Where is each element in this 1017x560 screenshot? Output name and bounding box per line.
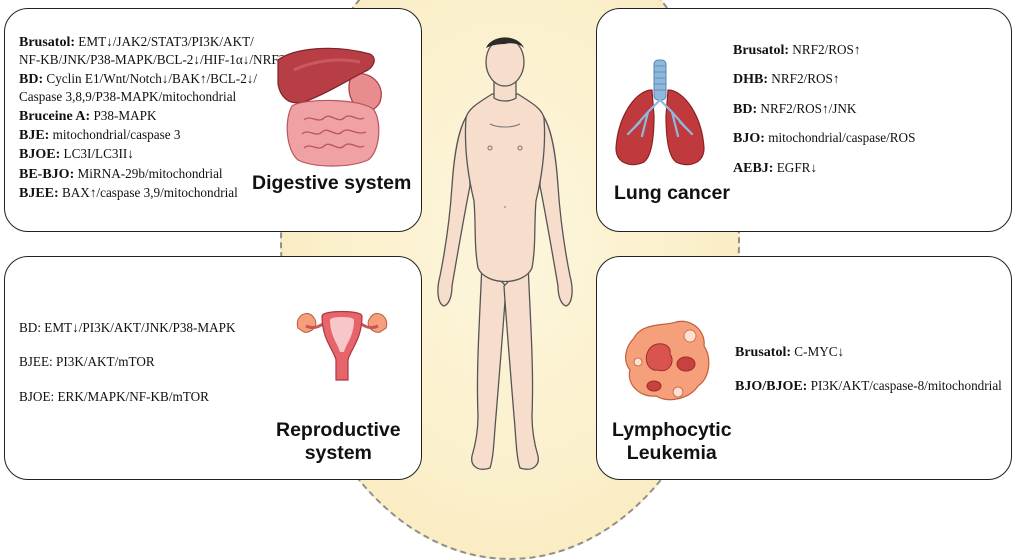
entry-name: BJEE: xyxy=(19,186,59,202)
entry-name: BD: xyxy=(733,101,758,117)
label-line2: Leukemia xyxy=(626,442,717,464)
entry-name: BE-BJO: xyxy=(19,166,75,182)
entry-text: mitochondrial/caspase/ROS xyxy=(768,130,916,146)
entry-name: Brusatol: xyxy=(735,345,791,360)
entry-name: DHB: xyxy=(733,72,768,88)
entry-text: NRF2/ROS↑/JNK xyxy=(760,100,857,116)
entry-text: C-MYC↓ xyxy=(794,344,845,359)
entry-name: BJO/BJOE: xyxy=(735,379,808,395)
lung-entries: Brusatol: NRF2/ROS↑ DHB: NRF2/ROS↑ BD: N… xyxy=(733,41,1003,188)
lungs-icon xyxy=(615,59,705,166)
digestive-system-label: Digestive system xyxy=(252,172,412,194)
entry-name: BD: xyxy=(19,71,44,87)
label-line2: system xyxy=(304,442,372,464)
digestive-entry-brusatol: Brusatol: EMT↓/JAK2/STAT3/PI3K/AKT/ NF-K… xyxy=(19,33,319,69)
entry-name: Brusatol: xyxy=(733,43,789,58)
digestive-entry-bjoe: BJOE: LC3I/LC3II↓ xyxy=(19,145,319,163)
lung-entry-aebj: AEBJ: EGFR↓ xyxy=(733,159,1003,177)
entry-text: PI3K/AKT/caspase-8/mitochondrial xyxy=(810,378,1002,394)
lymphocytic-leukemia-label: Lymphocytic Leukemia xyxy=(612,419,732,465)
entry-text: EGFR↓ xyxy=(776,159,818,175)
entry-name: BJOE: xyxy=(19,147,61,163)
entry-text: LC3I/LC3II↓ xyxy=(63,146,134,162)
digestive-entry-bjee: BJEE: BAX↑/caspase 3,9/mitochondrial xyxy=(19,184,319,202)
reproductive-entries: BD: EMT↓/PI3K/AKT/JNK/P38-MAPK BJEE: PI3… xyxy=(19,319,279,422)
entry-text: NRF2/ROS↑ xyxy=(792,42,861,57)
label-line1: Reproductive xyxy=(276,419,401,441)
digestive-entries: Brusatol: EMT↓/JAK2/STAT3/PI3K/AKT/ NF-K… xyxy=(19,33,319,204)
lung-cancer-panel: Brusatol: NRF2/ROS↑ DHB: NRF2/ROS↑ BD: N… xyxy=(596,8,1012,232)
entry-text-line2: NF-KB/JNK/P38-MAPK/BCL-2↓/HIF-1α↓/NRF2↓ xyxy=(19,52,292,68)
entry-text: mitochondrial/caspase 3 xyxy=(52,127,181,143)
entry-text-line2: Caspase 3,8,9/P38-MAPK/mitochondrial xyxy=(19,89,237,105)
digestive-entry-be-bjo: BE-BJO: MiRNA-29b/mitochondrial xyxy=(19,165,319,183)
label-line1: Lymphocytic xyxy=(612,419,732,441)
repro-entry-bd: BD: EMT↓/PI3K/AKT/JNK/P38-MAPK xyxy=(19,320,236,335)
reproductive-system-panel: BD: EMT↓/PI3K/AKT/JNK/P38-MAPK BJEE: PI3… xyxy=(4,256,422,480)
lymph-entries: Brusatol: C-MYC↓ BJO/BJOE: PI3K/AKT/casp… xyxy=(735,343,1010,412)
entry-name: BJO: xyxy=(733,131,765,147)
lung-cancer-label: Lung cancer xyxy=(614,182,730,204)
entry-name: BJE: xyxy=(19,128,50,144)
entry-text: Cyclin E1/Wnt/Notch↓/BAK↑/BCL-2↓/ xyxy=(46,70,258,86)
lymph-entry-bjo-bjoe: BJO/BJOE: PI3K/AKT/caspase-8/mitochondri… xyxy=(735,377,1010,395)
digestive-entry-bje: BJE: mitochondrial/caspase 3 xyxy=(19,126,319,144)
uterus-icon xyxy=(296,310,388,381)
repro-entry-bjee: BJEE: PI3K/AKT/mTOR xyxy=(19,354,155,370)
digestive-entry-bruceine-a: Bruceine A: P38-MAPK xyxy=(19,107,319,125)
entry-name: AEBJ: xyxy=(733,160,774,176)
entry-text: NRF2/ROS↑ xyxy=(771,71,840,87)
entry-text: EMT↓/JAK2/STAT3/PI3K/AKT/ xyxy=(78,34,254,49)
entry-text: MiRNA-29b/mitochondrial xyxy=(77,165,223,181)
digestive-organs-icon xyxy=(277,47,382,167)
leukemia-cells-icon xyxy=(625,320,710,401)
lung-entry-dhb: DHB: NRF2/ROS↑ xyxy=(733,70,1003,88)
digestive-entry-bd: BD: Cyclin E1/Wnt/Notch↓/BAK↑/BCL-2↓/ Ca… xyxy=(19,70,319,106)
human-body-figure xyxy=(437,37,573,470)
lung-entry-brusatol: Brusatol: NRF2/ROS↑ xyxy=(733,41,1003,59)
reproductive-system-label: Reproductive system xyxy=(276,419,401,465)
entry-name: Bruceine A: xyxy=(19,108,91,124)
entry-text: P38-MAPK xyxy=(93,107,157,123)
repro-entry-bjoe: BJOE: ERK/MAPK/NF-KB/mTOR xyxy=(19,388,209,404)
lung-entry-bd: BD: NRF2/ROS↑/JNK xyxy=(733,100,1003,118)
entry-name: Brusatol: xyxy=(19,35,75,50)
lung-entry-bjo: BJO: mitochondrial/caspase/ROS xyxy=(733,129,1003,147)
lymph-entry-brusatol: Brusatol: C-MYC↓ xyxy=(735,343,1010,361)
entry-text: BAX↑/caspase 3,9/mitochondrial xyxy=(61,185,238,201)
